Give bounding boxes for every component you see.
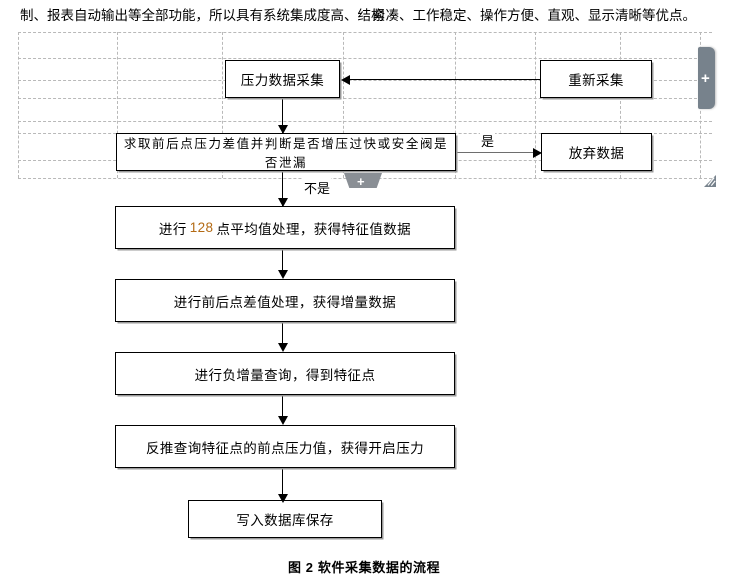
flow-node-reacquire-label: 重新采集 (568, 73, 624, 88)
connector-average-to-difference (282, 249, 284, 275)
flow-node-average-label-pre: 进行 (158, 221, 187, 237)
figure-caption: 图 2 软件采集数据的流程 (288, 560, 441, 575)
arrow-head-down (278, 343, 288, 352)
table-resize-handle[interactable] (703, 174, 717, 188)
grid-line-h (18, 58, 712, 59)
arrow-head-down (278, 125, 288, 134)
connector-difference-to-negative-query (282, 322, 284, 348)
plus-icon: + (701, 70, 710, 87)
flow-node-backtrack-label: 反推查询特征点的前点压力值，获得开启压力 (146, 440, 424, 456)
insert-column-button[interactable]: + (698, 47, 715, 109)
flow-node-average-label-number: 128 (189, 220, 214, 235)
arrow-head-down (278, 270, 288, 279)
flow-node-discard[interactable]: 放弃数据 (541, 133, 652, 171)
branch-label-yes: 是 (480, 131, 496, 150)
body-paragraph: 制、报表自动输出等全部功能，所以具有系统集成度高、结构 紧凑、工作稳定、操作方便… (0, 6, 734, 28)
branch-label-no: 不是 (303, 178, 332, 197)
flow-node-average[interactable]: 进行 128 点平均值处理，获得特征值数据 (115, 206, 455, 249)
connector-acquire-to-judge (282, 97, 284, 133)
insert-row-button[interactable]: + (344, 173, 382, 188)
flow-node-backtrack[interactable]: 反推查询特征点的前点压力值，获得开启压力 (115, 425, 455, 468)
paragraph-segment-right: 紧凑、工作稳定、操作方便、直观、显示清晰等优点。 (372, 8, 696, 23)
arrow-head-down (278, 198, 288, 207)
arrow-head-down (278, 494, 288, 503)
connector-judge-to-discard (456, 152, 542, 154)
arrow-head-left (341, 75, 350, 85)
flow-node-difference[interactable]: 进行前后点差值处理，获得增量数据 (115, 279, 455, 322)
flow-node-reacquire[interactable]: 重新采集 (540, 60, 652, 98)
flow-node-discard-label: 放弃数据 (568, 146, 625, 161)
flow-node-write-db[interactable]: 写入数据库保存 (188, 500, 382, 538)
flow-node-difference-label: 进行前后点差值处理，获得增量数据 (173, 294, 397, 310)
grid-line-v (18, 32, 19, 178)
connector-reacquire-to-acquire (350, 79, 540, 81)
flow-node-acquire-label: 压力数据采集 (240, 73, 325, 88)
flow-node-negative-query[interactable]: 进行负增量查询，得到特征点 (115, 352, 455, 395)
flow-node-judge-label: 求取前后点压力差值并判断是否增压过快或安全阀是否泄漏 (123, 137, 449, 170)
connector-judge-to-average (282, 170, 284, 206)
grid-line-h (18, 98, 712, 99)
grid-line-h (18, 121, 712, 122)
grid-line-h (18, 32, 712, 33)
connector-backtrack-to-write-db (282, 468, 284, 498)
arrow-head-right (533, 148, 542, 158)
arrow-head-down (278, 416, 288, 425)
flow-node-judge[interactable]: 求取前后点压力差值并判断是否增压过快或安全阀是否泄漏 (116, 133, 456, 171)
flow-node-average-label-post: 点平均值处理，获得特征值数据 (216, 221, 412, 237)
flow-node-acquire[interactable]: 压力数据采集 (225, 60, 340, 98)
flow-node-write-db-label: 写入数据库保存 (236, 513, 334, 528)
paragraph-segment-left: 制、报表自动输出等全部功能，所以具有系统集成度高、结构 (20, 8, 385, 23)
plus-icon: + (357, 174, 365, 189)
connector-negative-query-to-backtrack (282, 395, 284, 421)
flow-node-negative-query-label: 进行负增量查询，得到特征点 (194, 367, 376, 383)
